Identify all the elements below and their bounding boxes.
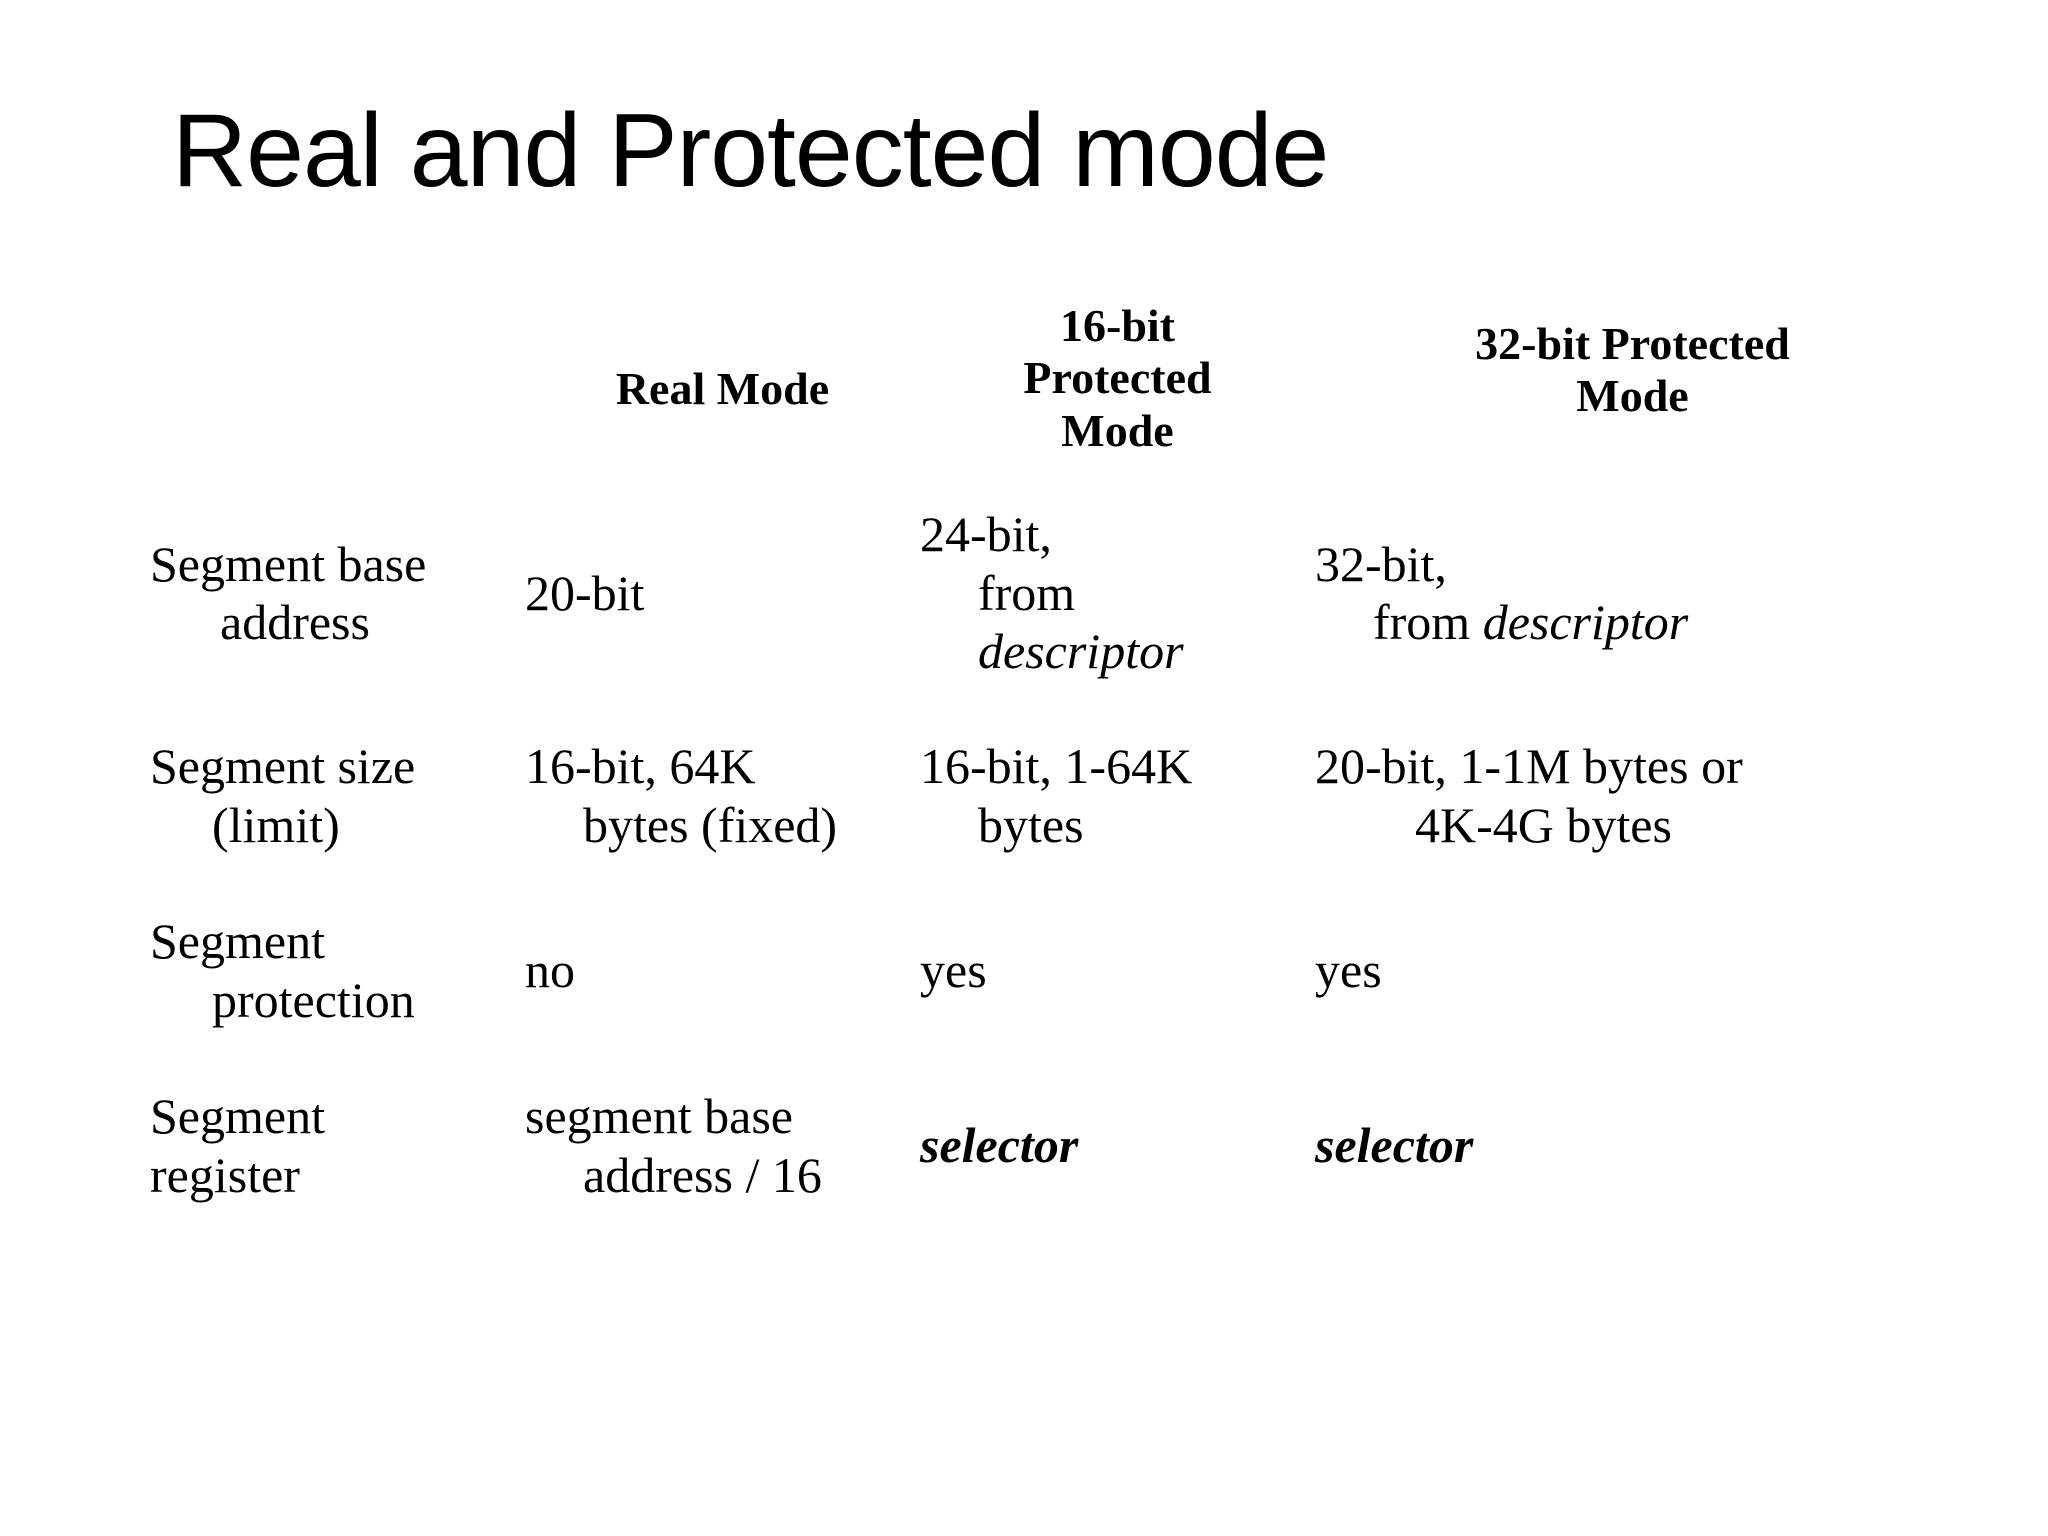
- comparison-table-wrapper: Real Mode 16-bit Protected Mode 32-bit P…: [150, 300, 1950, 1233]
- table-body: Segment base address 20-bit 24-bit, from…: [150, 478, 1950, 1233]
- column-header-32bit-protected-mode: 32-bit Protected Mode: [1315, 300, 1950, 478]
- row-label-line2: register: [150, 1146, 300, 1203]
- column-header-16bit-line3: Mode: [1061, 404, 1174, 456]
- cell-line2: from descriptor: [1315, 593, 1950, 652]
- cell-text: 20-bit: [525, 564, 645, 621]
- cell-real-segment-protection: no: [525, 883, 920, 1058]
- column-header-32bit-line2: Mode: [1576, 370, 1689, 422]
- cell-32bit-segment-base-address: 32-bit, from descriptor: [1315, 478, 1950, 708]
- row-label-line1: Segment base: [150, 535, 427, 592]
- cell-text: yes: [1315, 942, 1382, 999]
- cell-line2-prefix: from: [1373, 594, 1483, 650]
- cell-line1: segment base: [525, 1088, 793, 1144]
- cell-line2: bytes: [978, 796, 1084, 853]
- cell-real-segment-size: 16-bit, 64K bytes (fixed): [525, 708, 920, 883]
- cell-line2-descriptor: descriptor: [1482, 594, 1689, 650]
- row-label-line1: Segment: [150, 913, 325, 969]
- column-header-16bit-protected-mode: 16-bit Protected Mode: [920, 300, 1315, 478]
- cell-line3-descriptor: descriptor: [978, 623, 1184, 680]
- table-row: Segment size (limit) 16-bit, 64K bytes (…: [150, 708, 1950, 883]
- row-label-line2: protection: [212, 971, 415, 1028]
- cell-16bit-segment-register: selector: [920, 1058, 1315, 1233]
- cell-text: no: [525, 942, 575, 999]
- cell-line2: bytes (fixed): [583, 796, 838, 853]
- table-header: Real Mode 16-bit Protected Mode 32-bit P…: [150, 300, 1950, 478]
- table-row: Segment protection no yes yes: [150, 883, 1950, 1058]
- comparison-table: Real Mode 16-bit Protected Mode 32-bit P…: [150, 300, 1950, 1233]
- column-header-16bit-line1: 16-bit: [1060, 300, 1175, 351]
- column-header-16bit-line2: Protected: [1023, 352, 1212, 404]
- column-header-blank: [150, 300, 525, 478]
- row-label-segment-protection: Segment protection: [150, 883, 525, 1058]
- table-header-row: Real Mode 16-bit Protected Mode 32-bit P…: [150, 300, 1950, 478]
- row-label-segment-base-address: Segment base address: [150, 478, 525, 708]
- row-label-segment-register: Segment register: [150, 1058, 525, 1233]
- cell-16bit-segment-base-address: 24-bit, from descriptor: [920, 478, 1315, 708]
- cell-text-selector: selector: [1315, 1117, 1474, 1174]
- cell-32bit-segment-register: selector: [1315, 1058, 1950, 1233]
- row-label-line2: (limit): [212, 796, 340, 853]
- page-title: Real and Protected mode: [172, 93, 1329, 209]
- cell-32bit-segment-protection: yes: [1315, 883, 1950, 1058]
- cell-16bit-segment-protection: yes: [920, 883, 1315, 1058]
- cell-line1: 20-bit, 1-1M bytes or: [1315, 738, 1743, 794]
- row-label-segment-size-limit: Segment size (limit): [150, 708, 525, 883]
- cell-line2: address / 16: [583, 1146, 822, 1203]
- cell-line2: from: [978, 564, 1076, 621]
- cell-real-segment-register: segment base address / 16: [525, 1058, 920, 1233]
- cell-16bit-segment-size: 16-bit, 1-64K bytes: [920, 708, 1315, 883]
- cell-line1: 24-bit,: [920, 506, 1052, 563]
- cell-line1: 32-bit,: [1315, 535, 1447, 592]
- table-row: Segment register segment base address / …: [150, 1058, 1950, 1233]
- cell-line1: 16-bit, 1-64K: [920, 738, 1193, 794]
- table-row: Segment base address 20-bit 24-bit, from…: [150, 478, 1950, 708]
- cell-line1: 16-bit, 64K: [525, 738, 756, 794]
- cell-line2: 4K-4G bytes: [1415, 796, 1672, 853]
- row-label-line2: address: [220, 594, 370, 650]
- cell-text-selector: selector: [920, 1117, 1079, 1174]
- cell-real-segment-base-address: 20-bit: [525, 478, 920, 708]
- column-header-real-mode: Real Mode: [615, 362, 830, 414]
- cell-text: yes: [920, 942, 987, 999]
- column-header-32bit-line1: 32-bit Protected: [1475, 318, 1790, 369]
- row-label-line1: Segment: [150, 1088, 325, 1144]
- row-label-line1: Segment size: [150, 738, 416, 794]
- cell-32bit-segment-size: 20-bit, 1-1M bytes or 4K-4G bytes: [1315, 708, 1950, 883]
